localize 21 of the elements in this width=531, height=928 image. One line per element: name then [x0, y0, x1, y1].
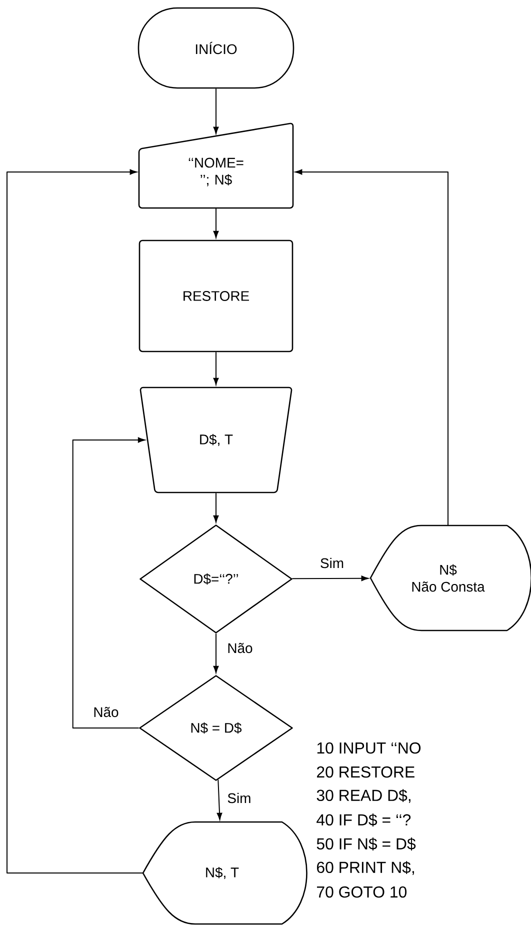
arrow [213, 492, 219, 523]
code-line: 20 RESTORE [317, 766, 414, 778]
arrow [292, 576, 368, 582]
process-box: RESTORE [138, 240, 294, 352]
edge-label: Não [226, 642, 254, 654]
code-line: 10 INPUT ‘‘NO [317, 742, 421, 754]
arrow [72, 437, 146, 728]
code-line: 40 IF D$ = ‘‘? [316, 814, 411, 826]
arrow [216, 779, 222, 820]
arrow [213, 88, 219, 134]
arrow [213, 352, 219, 386]
edge-label: Sim [318, 556, 345, 570]
input-box: ‘‘NOME= ’’; N$ [138, 122, 294, 209]
edge-label: Não [92, 706, 120, 718]
arrow [213, 208, 219, 238]
arrow [295, 169, 448, 526]
code-line: 30 READ D$, [316, 789, 410, 803]
edge-label: Sim [226, 792, 252, 804]
arrow [6, 169, 144, 874]
arrow [213, 633, 219, 674]
trapezoid-box: D$, T [140, 386, 292, 494]
